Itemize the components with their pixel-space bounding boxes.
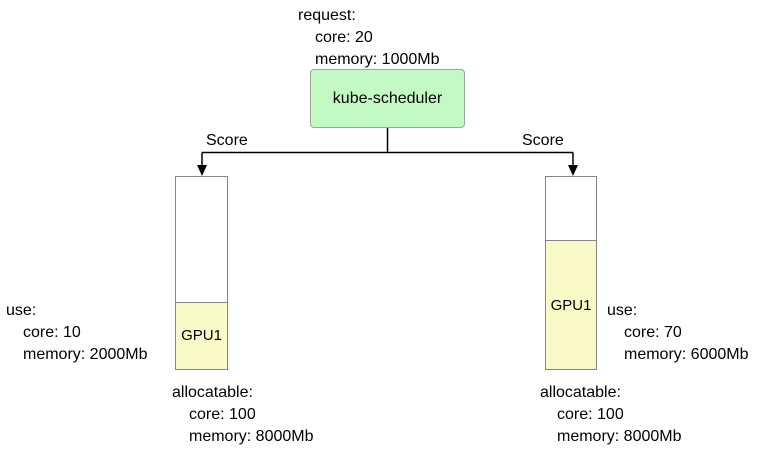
edge-label-score-left: Score	[206, 132, 248, 149]
allocatable-title: allocatable:	[540, 384, 621, 401]
node-right-box: GPU1	[545, 176, 597, 370]
use-title: use:	[6, 302, 37, 319]
node-left-gpu-label: GPU1	[181, 327, 222, 345]
use-memory: memory: 6000Mb	[624, 346, 749, 363]
use-core: core: 10	[23, 324, 81, 341]
node-left-use-info: use: core: 10 memory: 2000Mb	[6, 300, 148, 366]
node-right-gpu-usage-fill: GPU1	[546, 240, 596, 369]
node-left-box: GPU1	[175, 176, 228, 370]
request-memory: memory: 1000Mb	[315, 51, 440, 68]
allocatable-memory: memory: 8000Mb	[557, 428, 682, 445]
request-title: request:	[298, 7, 356, 24]
use-memory: memory: 2000Mb	[23, 346, 148, 363]
request-core: core: 20	[315, 29, 373, 46]
node-right-use-info: use: core: 70 memory: 6000Mb	[607, 300, 749, 366]
allocatable-memory: memory: 8000Mb	[189, 428, 314, 445]
use-title: use:	[607, 302, 638, 319]
node-left-gpu-usage-fill: GPU1	[176, 301, 227, 369]
node-right-gpu-label: GPU1	[550, 296, 592, 314]
node-left-allocatable-info: allocatable: core: 100 memory: 8000Mb	[172, 382, 314, 448]
kube-scheduler-label: kube-scheduler	[332, 89, 443, 107]
edge-label-score-right: Score	[522, 132, 564, 149]
edge-path	[201, 128, 574, 166]
kube-scheduler-box: kube-scheduler	[310, 69, 465, 128]
use-core: core: 70	[624, 324, 682, 341]
arrowhead-left-icon	[197, 165, 207, 176]
arrowhead-right-icon	[568, 165, 578, 176]
allocatable-core: core: 100	[557, 406, 624, 423]
allocatable-core: core: 100	[189, 406, 256, 423]
node-right-allocatable-info: allocatable: core: 100 memory: 8000Mb	[540, 382, 682, 448]
request-info: request: core: 20 memory: 1000Mb	[298, 5, 440, 71]
allocatable-title: allocatable:	[172, 384, 253, 401]
